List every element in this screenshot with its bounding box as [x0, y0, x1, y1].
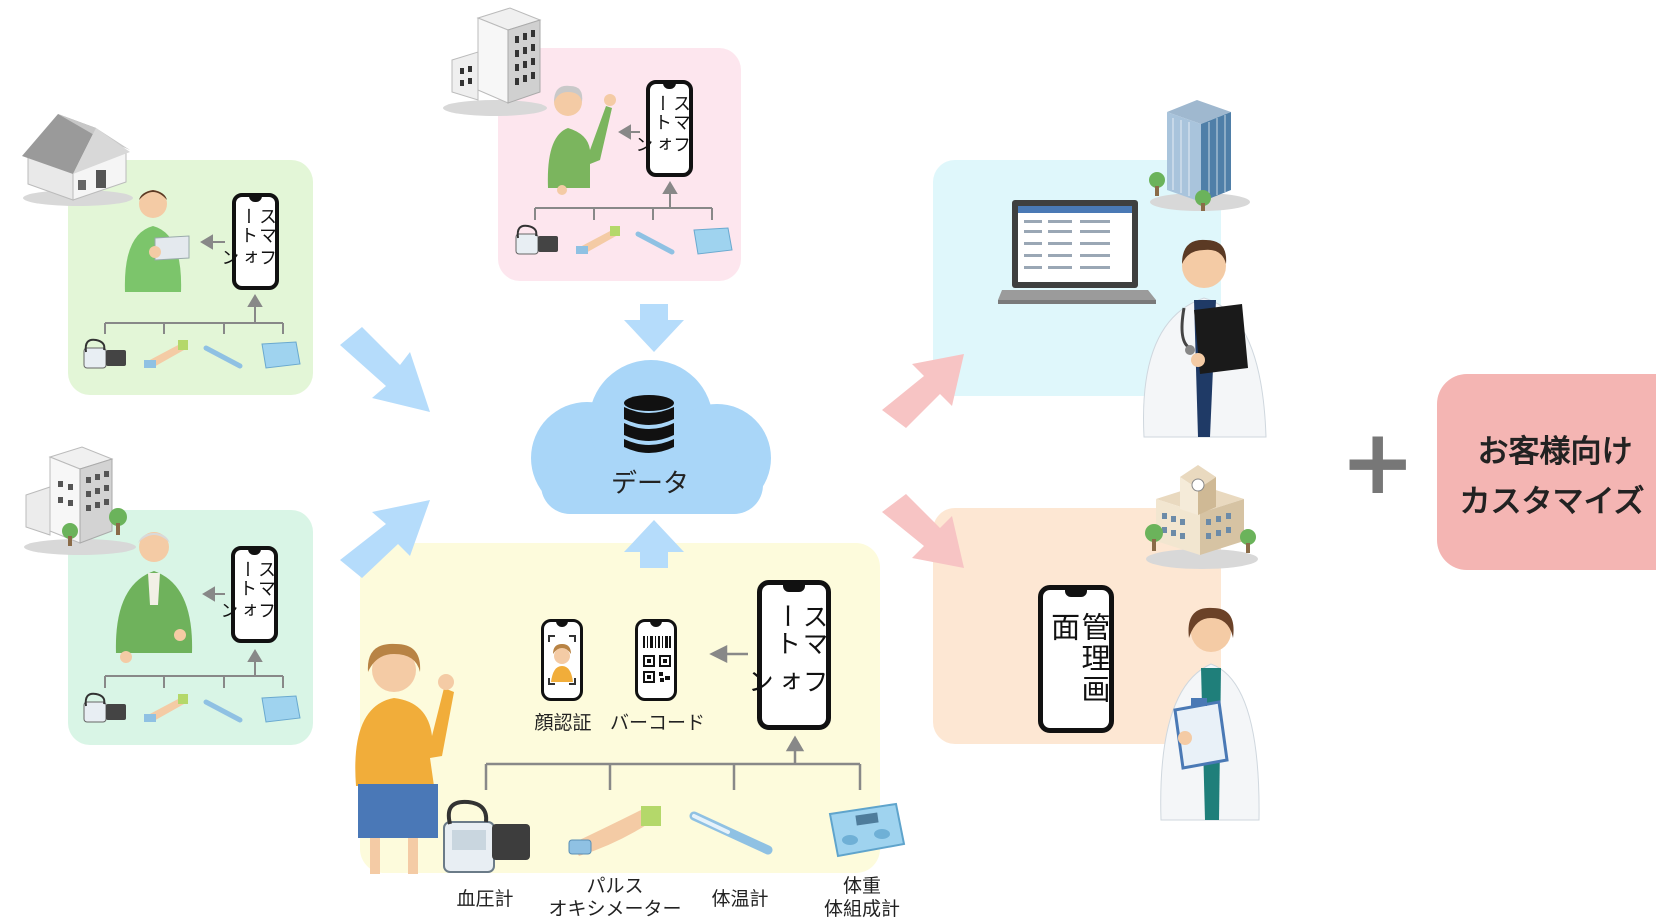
arrow-cloud-to-admin [882, 494, 964, 568]
device-label-pulse-oximeter-2: オキシメーター [548, 898, 682, 920]
device-icons-facility [83, 692, 301, 723]
thermometer-icon [689, 811, 773, 855]
face-auth-phone [541, 619, 583, 701]
smartphone-facility: スマート フォン [217, 546, 278, 643]
house-icon [22, 114, 133, 206]
smartphone-label-line1: スマート [236, 560, 276, 598]
hospital-tower-icon [1149, 100, 1250, 211]
arrow-individual-to-cloud [624, 520, 684, 568]
smartphone-home: スマート フォン [218, 193, 279, 290]
device-label-body-composition-1: 体重 [842, 875, 881, 897]
cloud-label: データ [610, 469, 689, 499]
smartphone-label-line2: フォン [217, 600, 276, 620]
face-auth-label: 顔認証 [534, 712, 592, 734]
plus-symbol: + [1340, 410, 1416, 515]
arrow-office-to-cloud [624, 304, 684, 352]
device-icons-home [83, 338, 301, 369]
man-with-tablet-figure [124, 190, 190, 292]
smartphone-label-line1: スマート [651, 94, 691, 132]
customization-box [1437, 374, 1656, 570]
arrow-facility-to-cloud [340, 500, 430, 578]
smartphone-label-line2: フォン [743, 668, 828, 696]
device-label-body-composition-2: 体組成計 [823, 898, 900, 920]
senior-woman-waving-figure [547, 85, 616, 195]
device-label-thermometer: 体温計 [711, 888, 769, 910]
barcode-label: バーコード [610, 712, 706, 734]
admin-screen-label: 管理画面 [1046, 612, 1111, 705]
male-doctor-figure [1143, 239, 1267, 438]
pulse-oximeter-icon [568, 806, 661, 856]
female-doctor-figure [1160, 607, 1260, 821]
customization-label-line1: お客様向け [1477, 434, 1633, 470]
database-icon [624, 395, 674, 453]
device-icons-office [515, 224, 733, 255]
barcode-phone [635, 619, 677, 701]
office-building-icon [443, 7, 547, 116]
device-label-blood-pressure: 血圧計 [456, 888, 514, 910]
arrow-home-to-cloud [340, 327, 430, 412]
blood-pressure-monitor-icon [443, 799, 530, 873]
smartphone-individual: スマート フォン [743, 580, 831, 730]
woman-waving-figure [355, 643, 454, 874]
elderly-man-figure [115, 532, 193, 663]
smartphone-label-line1: スマート [770, 603, 828, 657]
smartphone-office: スマート フォン [632, 80, 693, 177]
body-composition-scale-icon [828, 802, 906, 858]
admin-phone: 管理画面 [1038, 585, 1114, 733]
smartphone-label-line2: フォン [632, 134, 691, 154]
nursing-home-icon [24, 446, 136, 555]
arrow-cloud-to-doctor [882, 354, 964, 428]
school-icon [1145, 465, 1258, 569]
customization-label-line2: カスタマイズ [1459, 484, 1645, 520]
smartphone-label-line1: スマート [237, 207, 277, 245]
smartphone-label-line2: フォン [218, 247, 277, 267]
laptop-icon [998, 200, 1156, 304]
device-label-pulse-oximeter-1: パルス [586, 875, 644, 897]
